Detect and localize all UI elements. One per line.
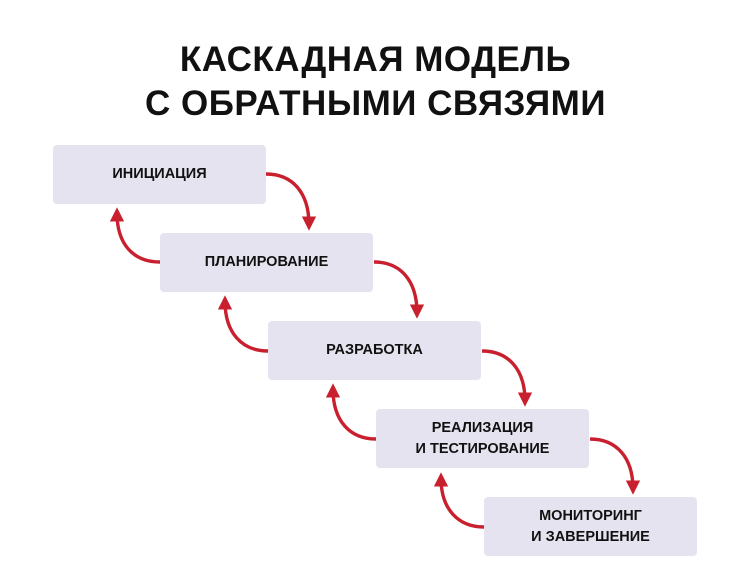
- step-implementation-testing: РЕАЛИЗАЦИЯ И ТЕСТИРОВАНИЕ: [376, 409, 589, 468]
- step-planning: ПЛАНИРОВАНИЕ: [160, 233, 373, 292]
- diagram-title: КАСКАДНАЯ МОДЕЛЬ С ОБРАТНЫМИ СВЯЗЯМИ: [0, 38, 751, 126]
- feedback-arrow-4: [433, 472, 485, 529]
- title-line-2: С ОБРАТНЫМИ СВЯЗЯМИ: [145, 84, 606, 123]
- step-monitoring-completion-label-2: И ЗАВЕРШЕНИЕ: [531, 528, 650, 545]
- step-monitoring-completion: МОНИТОРИНГ И ЗАВЕРШЕНИЕ: [484, 497, 697, 556]
- title-line-1: КАСКАДНАЯ МОДЕЛЬ: [179, 40, 572, 79]
- step-development: РАЗРАБОТКА: [268, 321, 481, 380]
- step-planning-label-1: ПЛАНИРОВАНИЕ: [204, 254, 329, 270]
- step-development-label-1: РАЗРАБОТКА: [326, 342, 423, 358]
- step-implementation-testing-label-2: И ТЕСТИРОВАНИЕ: [415, 440, 550, 457]
- forward-arrow-1: [265, 172, 317, 231]
- step-initiation: ИНИЦИАЦИЯ: [53, 145, 266, 204]
- feedback-arrow-2: [217, 295, 269, 353]
- forward-arrow-2: [373, 260, 425, 319]
- step-monitoring-completion-label-1: МОНИТОРИНГ: [539, 507, 642, 524]
- forward-arrow-3: [481, 349, 533, 407]
- forward-arrow-4: [589, 437, 641, 495]
- feedback-arrow-1: [109, 207, 161, 264]
- step-initiation-label-1: ИНИЦИАЦИЯ: [112, 166, 207, 182]
- feedback-arrow-3: [325, 383, 377, 441]
- step-implementation-testing-label-1: РЕАЛИЗАЦИЯ: [431, 419, 534, 436]
